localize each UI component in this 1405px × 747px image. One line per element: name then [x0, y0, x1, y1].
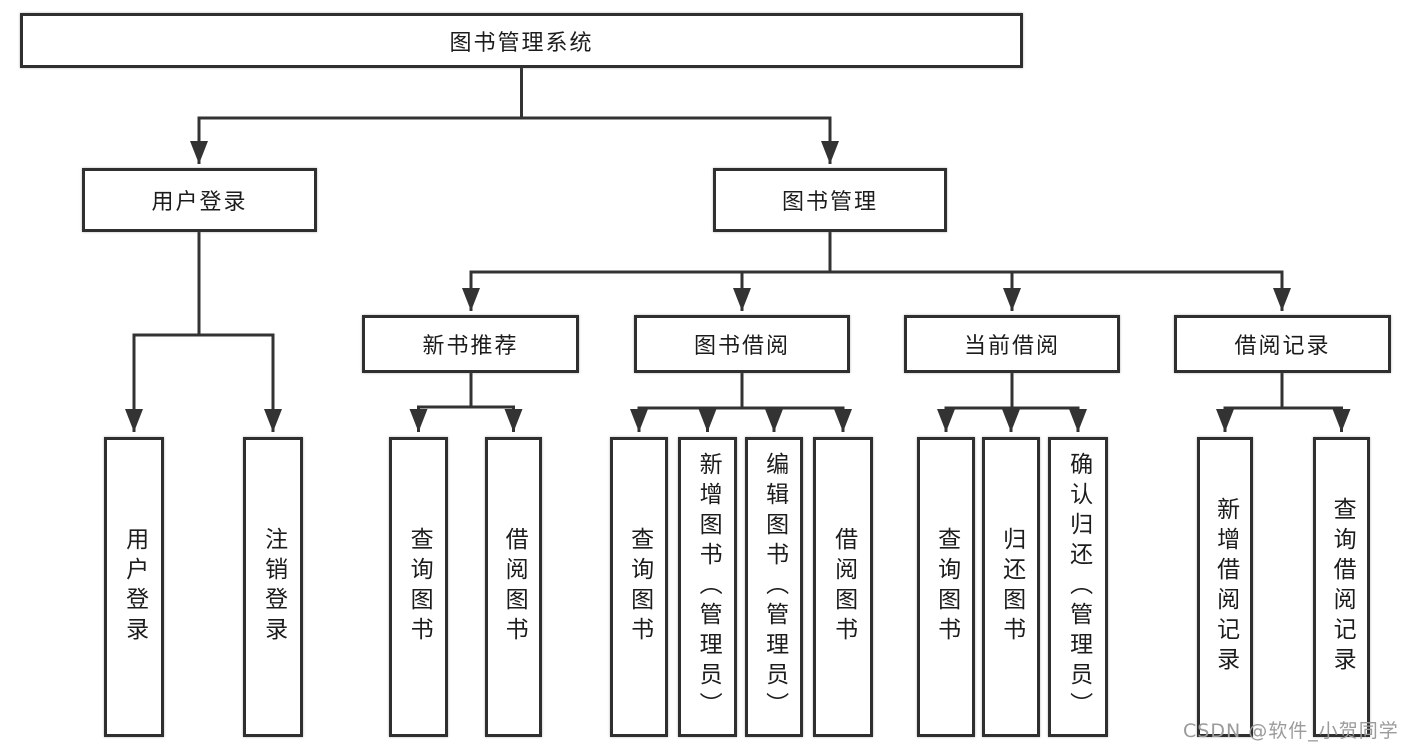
leaf-label: 用户登录 — [121, 527, 148, 647]
node-new-book-recommend: 新书推荐 — [362, 315, 579, 373]
node-label: 图书借阅 — [693, 334, 790, 359]
node-label: 图书管理系统 — [449, 30, 594, 56]
leaf-label: 查询借阅记录 — [1329, 497, 1356, 677]
leaf-query-books-recommend: 查询图书 — [389, 437, 448, 737]
leaf-edit-books-admin: 编辑图书（管理员） — [745, 437, 803, 737]
leaf-confirm-return-admin: 确认归还（管理员） — [1048, 437, 1108, 737]
node-label: 当前借阅 — [963, 334, 1060, 359]
leaf-borrow-books-recommend: 借阅图书 — [485, 437, 542, 737]
node-label: 新书推荐 — [422, 334, 519, 359]
node-label: 图书管理 — [781, 190, 878, 215]
node-library-management-system: 图书管理系统 — [20, 13, 1023, 68]
node-book-management: 图书管理 — [713, 168, 947, 232]
leaf-label: 查询图书 — [406, 527, 433, 647]
leaf-user-login: 用户登录 — [104, 437, 164, 737]
node-current-borrow: 当前借阅 — [904, 315, 1120, 373]
leaf-label: 查询图书 — [933, 527, 960, 647]
leaf-label: 归还图书 — [998, 527, 1025, 647]
leaf-query-books-borrow: 查询图书 — [610, 437, 668, 737]
leaf-label: 借阅图书 — [830, 527, 857, 647]
leaf-logout: 注销登录 — [243, 437, 303, 737]
leaf-label: 借阅图书 — [501, 527, 528, 647]
node-label: 用户登录 — [151, 190, 248, 215]
leaf-add-books-admin: 新增图书（管理员） — [678, 437, 737, 737]
leaf-label: 编辑图书（管理员） — [761, 452, 788, 722]
leaf-query-books-current: 查询图书 — [917, 437, 975, 737]
node-label: 借阅记录 — [1234, 334, 1331, 359]
leaf-label: 注销登录 — [260, 527, 287, 647]
node-borrow-records: 借阅记录 — [1174, 315, 1391, 373]
leaf-label: 新增借阅记录 — [1212, 497, 1239, 677]
node-user-login-branch: 用户登录 — [82, 168, 317, 232]
leaf-borrow-books: 借阅图书 — [813, 437, 873, 737]
leaf-query-borrow-record: 查询借阅记录 — [1313, 437, 1370, 737]
leaf-label: 确认归还（管理员） — [1065, 452, 1092, 722]
csdn-watermark: CSDN @软件_小贺同学 — [1183, 720, 1399, 742]
node-book-borrow: 图书借阅 — [634, 315, 850, 373]
leaf-return-books: 归还图书 — [982, 437, 1040, 737]
leaf-add-borrow-record: 新增借阅记录 — [1197, 437, 1253, 737]
leaf-label: 新增图书（管理员） — [695, 452, 722, 722]
leaf-label: 查询图书 — [626, 527, 653, 647]
